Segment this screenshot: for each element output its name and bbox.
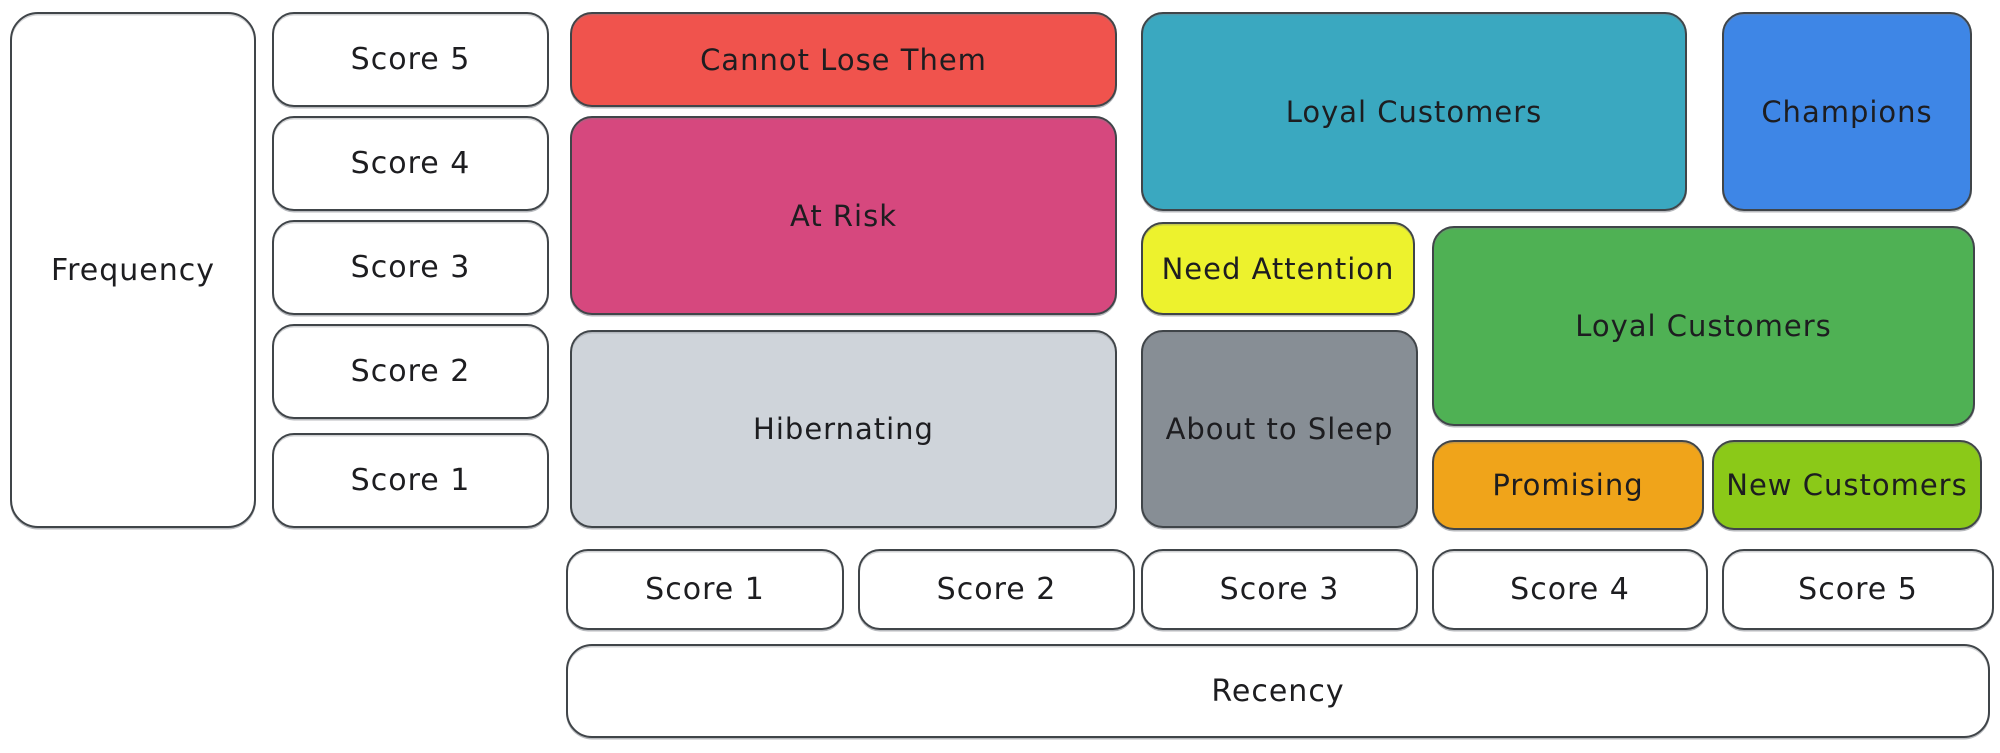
segment-cannot-lose-them: Cannot Lose Them <box>570 12 1117 107</box>
segment-loyal-customers-top: Loyal Customers <box>1141 12 1687 211</box>
recency-score-1: Score 1 <box>566 549 844 630</box>
recency-score-3: Score 3 <box>1141 549 1418 630</box>
segment-loyal-customers-mid: Loyal Customers <box>1432 226 1975 426</box>
segment-at-risk: At Risk <box>570 116 1117 315</box>
segment-hibernating: Hibernating <box>570 330 1117 528</box>
recency-score-4: Score 4 <box>1432 549 1708 630</box>
recency-score-2: Score 2 <box>858 549 1135 630</box>
recency-score-5: Score 5 <box>1722 549 1994 630</box>
frequency-score-2: Score 2 <box>272 324 549 419</box>
segment-need-attention: Need Attention <box>1141 222 1415 315</box>
frequency-score-3: Score 3 <box>272 220 549 315</box>
segment-about-to-sleep: About to Sleep <box>1141 330 1418 528</box>
segment-new-customers: New Customers <box>1712 440 1982 530</box>
frequency-score-5: Score 5 <box>272 12 549 107</box>
frequency-score-4: Score 4 <box>272 116 549 211</box>
frequency-score-1: Score 1 <box>272 433 549 528</box>
segment-promising: Promising <box>1432 440 1704 530</box>
frequency-axis-label: Frequency <box>10 12 256 528</box>
recency-axis-label: Recency <box>566 644 1990 738</box>
segment-champions: Champions <box>1722 12 1972 211</box>
